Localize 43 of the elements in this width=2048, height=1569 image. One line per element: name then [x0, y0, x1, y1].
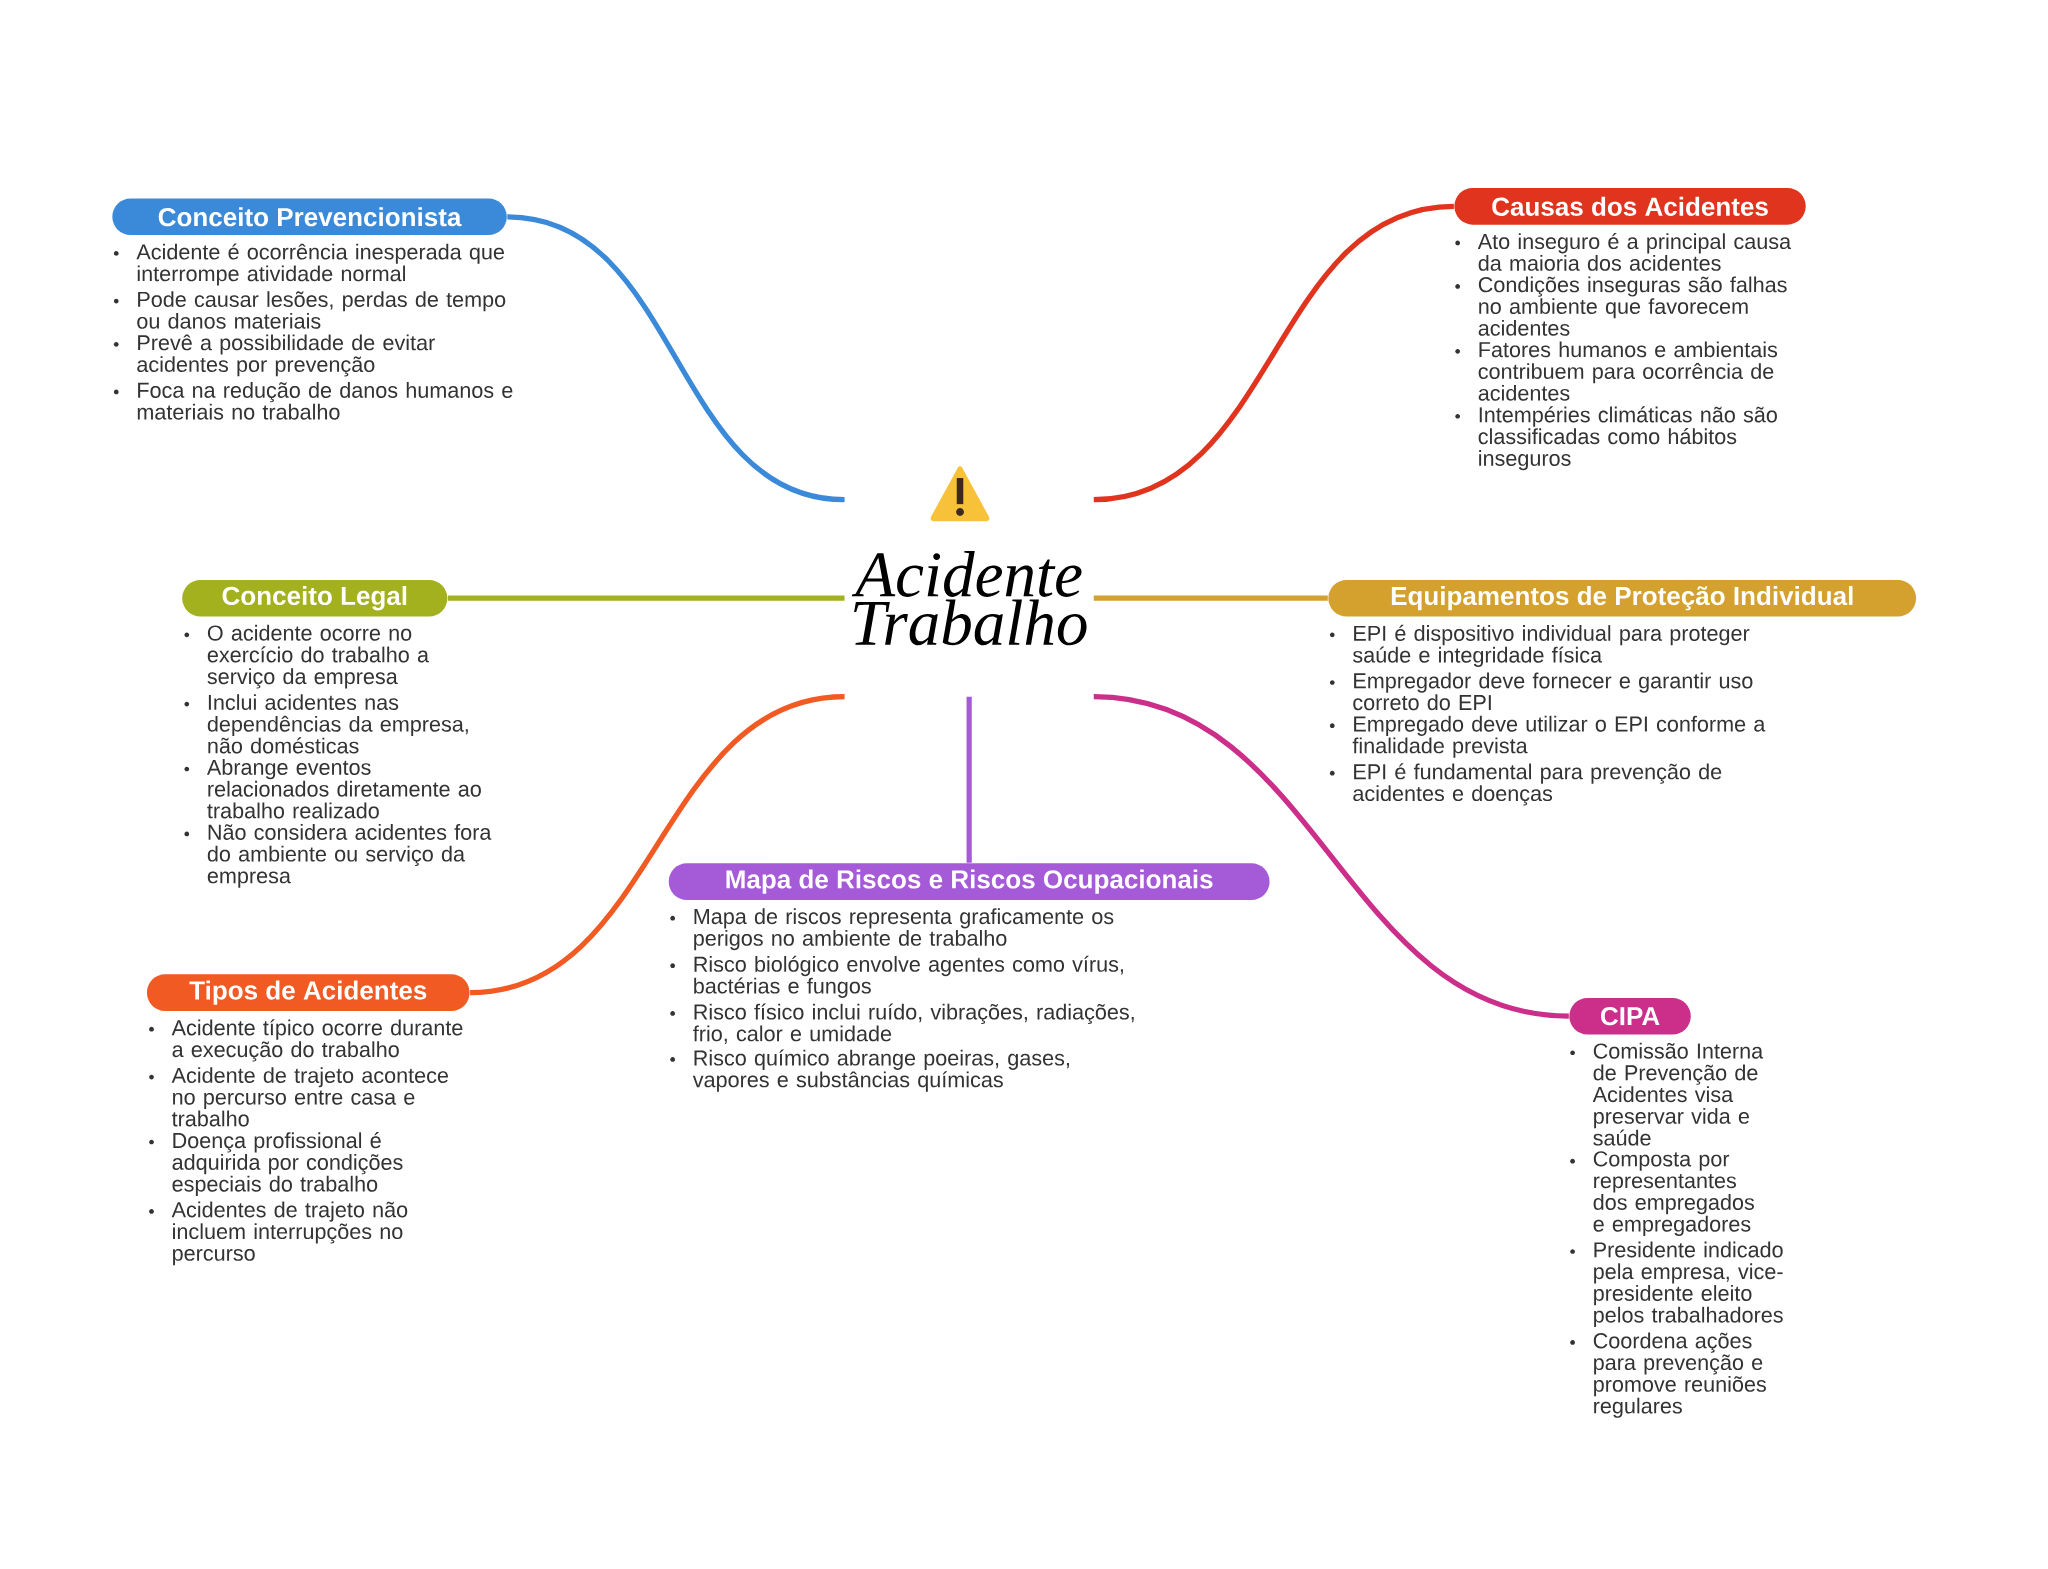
topic-pill: Causas dos Acidentes: [1454, 188, 1806, 225]
bullet-item: Risco físico inclui ruído, vibrações, radiações, frio, calor e umidade: [670, 1003, 1134, 1045]
branch-line: [966, 696, 972, 863]
bullet-item: Presidente indicado pela empresa, vice-presidente eleito pelos trabalhadores: [1570, 1241, 1783, 1328]
bullet-item: Composta por representantes dos empregados e empregadores: [1570, 1151, 1754, 1237]
bullet-item: EPI é fundamental para prevenção de acidentes e doenças: [1329, 763, 1722, 806]
branch-line: [1093, 595, 1328, 601]
branch-line: [1093, 694, 1570, 1019]
topic-pill: Conceito Prevencionista: [112, 198, 507, 236]
bullet-item: Inclui acidentes nas dependências da empresa, não domésticas: [184, 694, 468, 754]
topic-pill: Equipamentos de Proteção Individual: [1328, 580, 1917, 617]
bullet-item: EPI é dispositivo individual para proteger saúde e integridade física: [1329, 625, 1750, 668]
bullet-item: Não considera acidentes fora do ambiente ou serviço da empresa: [184, 824, 492, 888]
bullet-item: Mapa de riscos representa graficamente os perigos no ambiente de trabalho: [670, 908, 1114, 951]
branch-line: [447, 595, 845, 601]
bullet-item: Risco químico abrange poeiras, gases, vapores e substâncias químicas: [670, 1049, 1069, 1092]
branch-line: [469, 694, 845, 996]
bullet-item: Acidente de trajeto acontece no percurso entre casa e trabalho: [149, 1067, 448, 1127]
bullet-item: Empregado deve utilizar o EPI conforme a finalidade prevista: [1329, 716, 1766, 758]
bullet-item: Intempéries climáticas não são classificadas como hábitos inseguros: [1455, 406, 1777, 471]
bullet-item: Foca na redução de danos humanos e materiais no trabalho: [113, 382, 513, 420]
bullet-item: Prevê a possibilidade de evitar acidentes por prevenção: [113, 334, 435, 377]
bullet-item: Coordena ações para prevenção e promove reuniões regulares: [1570, 1332, 1766, 1419]
bullet-item: Fatores humanos e ambientais contribuem para ocorrência de acidentes: [1455, 341, 1778, 401]
topic-pill: Tipos de Acidentes: [146, 974, 470, 1012]
bullet-item: Pode causar lesões, perdas de tempo ou danos materiais: [113, 291, 506, 329]
bullet-item: Acidente é ocorrência inesperada que interrompe atividade normal: [113, 243, 504, 286]
topic-pill: Conceito Legal: [182, 580, 448, 617]
bullet-item: Condições inseguras são falhas no ambiente que favorecem acidentes: [1455, 276, 1787, 336]
bullet-item: Risco biológico envolve agentes como vírus, bactérias e fungos: [670, 955, 1123, 999]
bullet-item: Acidente típico ocorre durante a execução do trabalho: [149, 1019, 463, 1062]
bullet-item: Ato inseguro é a principal causa da maioria dos acidentes: [1455, 233, 1792, 271]
central-topic: Acidente Trabalho: [851, 551, 1087, 646]
bullet-item: Acidentes de trajeto não incluem interrupções no percurso: [149, 1201, 408, 1266]
bullet-item: Abrange eventos relacionados diretamente ao trabalho realizado: [184, 759, 481, 819]
bullet-item: Empregador deve fornecer e garantir uso correto do EPI: [1329, 672, 1753, 711]
branch-line: [1093, 203, 1455, 503]
bullet-item: Comissão Interna de Prevenção de Acidentes visa preservar vida e saúde: [1570, 1043, 1764, 1146]
topic-pill: Mapa de Riscos e Riscos Ocupacionais: [668, 863, 1270, 901]
branch-line: [506, 214, 845, 503]
bullet-item: O acidente ocorre no exercício do trabalho a serviço da empresa: [184, 625, 429, 689]
topic-pill: CIPA: [1569, 998, 1691, 1035]
bullet-item: Doença profissional é adquirida por condições especiais do trabalho: [149, 1132, 403, 1197]
